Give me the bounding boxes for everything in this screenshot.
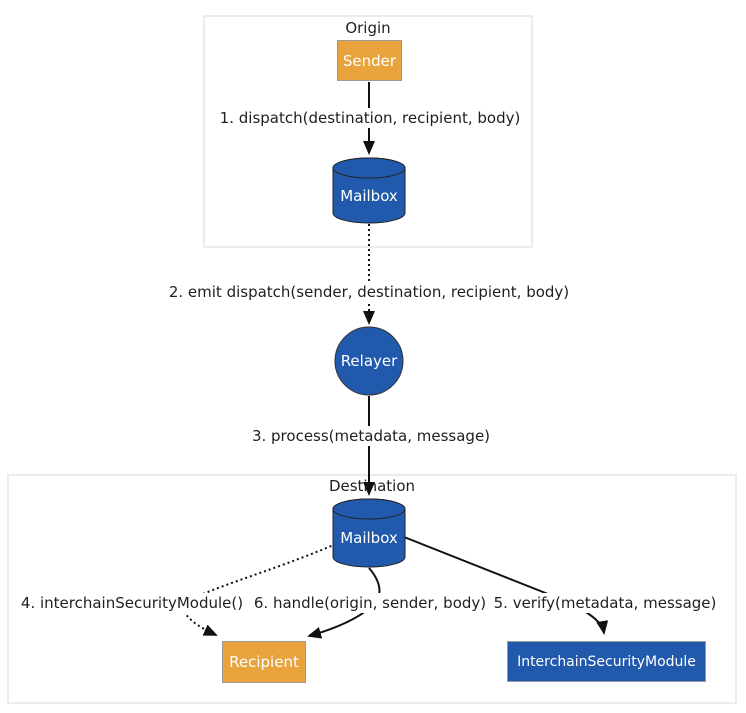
edge-verify	[403, 536, 609, 635]
relayer-node: Relayer	[334, 326, 404, 396]
edge-label-step4: 4. interchainSecurityModule()	[16, 593, 248, 613]
edge-label-step2: 2. emit dispatch(sender, destination, re…	[164, 282, 574, 302]
edge-label-step5: 5. verify(metadata, message)	[489, 593, 721, 613]
interchain-security-module-node: InterchainSecurityModule	[507, 641, 706, 682]
edge-interchain-security-module	[182, 543, 337, 636]
origin-mailbox-label: Mailbox	[340, 187, 398, 205]
destination-mailbox-node: Mailbox	[332, 498, 406, 568]
relayer-label: Relayer	[341, 352, 398, 370]
sender-node: Sender	[337, 40, 402, 81]
relayer-circle	[334, 326, 404, 396]
edge-label-step6: 6. handle(origin, sender, body)	[249, 593, 491, 613]
edge-label-step1: 1. dispatch(destination, recipient, body…	[215, 108, 525, 128]
origin-section-title: Origin	[345, 19, 391, 37]
origin-mailbox-node: Mailbox	[332, 157, 406, 224]
edge-label-step3: 3. process(metadata, message)	[247, 426, 495, 446]
origin-mailbox-cylinder-top	[332, 157, 406, 179]
destination-mailbox-label: Mailbox	[340, 529, 398, 547]
destination-mailbox-cylinder-top	[332, 498, 406, 520]
recipient-node: Recipient	[222, 641, 306, 683]
